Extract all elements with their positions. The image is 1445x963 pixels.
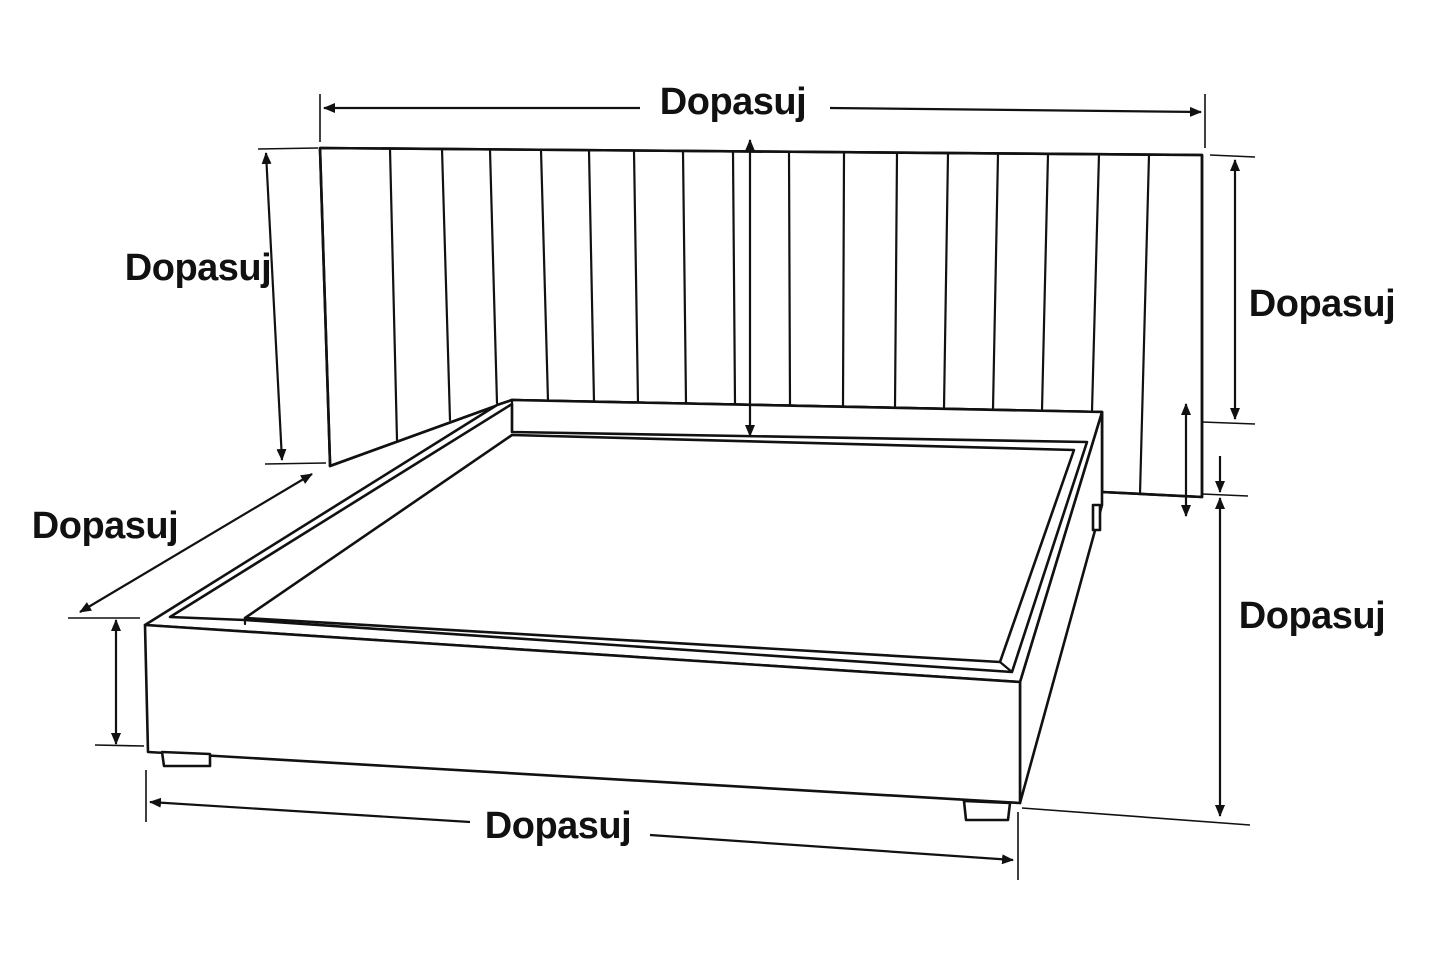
headboard-channels bbox=[388, 147, 1151, 496]
label-right-headboard-height: Dopasuj bbox=[1249, 283, 1395, 325]
bed-legs bbox=[160, 503, 1102, 822]
label-top-width: Dopasuj bbox=[660, 81, 806, 123]
mattress-platform bbox=[243, 433, 1076, 664]
label-left-depth: Dopasuj bbox=[32, 505, 178, 547]
dimension-lines bbox=[68, 94, 1256, 880]
label-bottom-width: Dopasuj bbox=[485, 805, 631, 847]
frame-front-face bbox=[143, 623, 1022, 805]
bed-frame bbox=[143, 398, 1104, 822]
label-left-headboard-height: Dopasuj bbox=[125, 247, 271, 289]
headboard bbox=[318, 146, 1204, 499]
label-right-total-height: Dopasuj bbox=[1239, 595, 1385, 637]
